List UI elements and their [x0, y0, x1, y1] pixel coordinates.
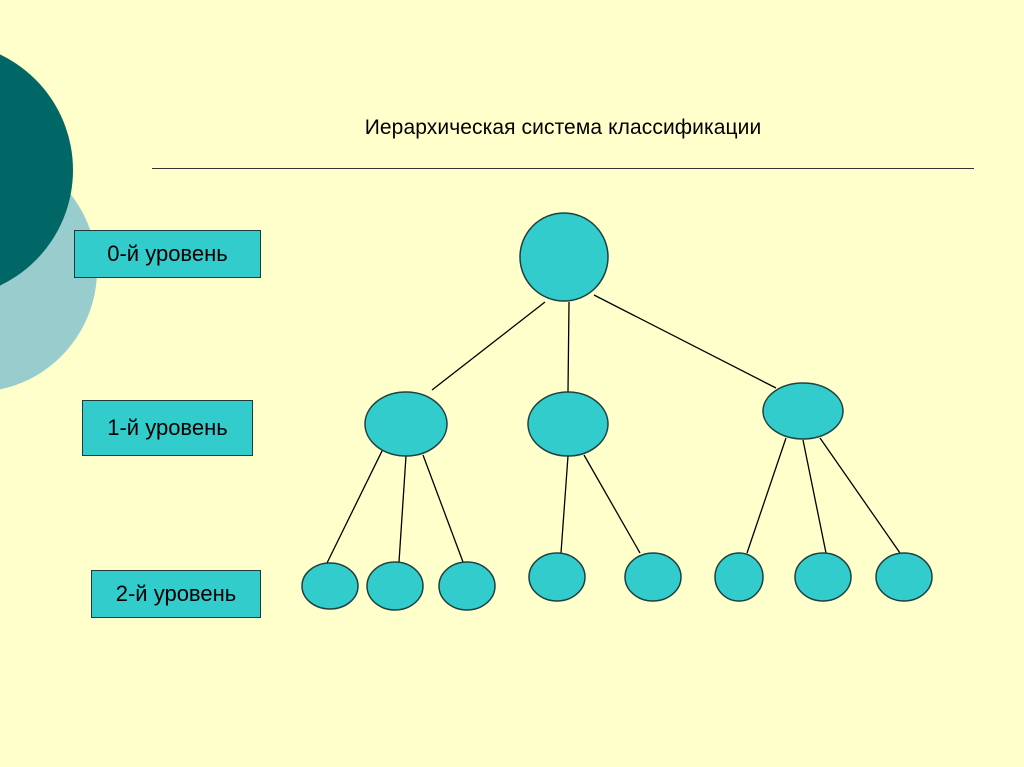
level2-node-1-0	[528, 552, 586, 602]
level-label-2: 2-й уровень	[91, 570, 261, 618]
edge-level1-0-to-level2-1	[398, 455, 407, 563]
title-divider	[152, 168, 974, 169]
edge-root-to-level1-2	[593, 294, 777, 389]
edge-level1-0-to-level2-2	[422, 454, 464, 563]
edge-root-to-level1-0	[431, 301, 546, 391]
level1-node-2	[762, 382, 844, 440]
level-label-0: 0-й уровень	[74, 230, 261, 278]
level2-node-0-2	[438, 561, 496, 611]
edge-level1-1-to-level2-0	[560, 455, 569, 554]
edge-level1-2-to-level2-2	[819, 437, 901, 554]
level2-node-1-1	[624, 552, 682, 602]
edge-level1-1-to-level2-1	[583, 454, 641, 554]
level2-node-2-0	[714, 552, 764, 602]
level2-node-0-0	[301, 562, 359, 610]
root-node	[519, 212, 609, 302]
level2-node-2-2	[875, 552, 933, 602]
edge-root-to-level1-1	[567, 301, 570, 393]
edge-level1-0-to-level2-0	[326, 448, 384, 564]
level1-node-1	[527, 391, 609, 457]
level1-node-0	[364, 391, 448, 457]
level2-node-2-1	[794, 552, 852, 602]
edge-level1-2-to-level2-1	[802, 439, 827, 554]
level-label-1: 1-й уровень	[82, 400, 253, 456]
slide-title: Иерархическая система классификации	[364, 116, 762, 139]
level2-node-0-1	[366, 561, 424, 611]
edge-level1-2-to-level2-0	[746, 437, 787, 554]
decor-dark-circle	[0, 54, 73, 286]
